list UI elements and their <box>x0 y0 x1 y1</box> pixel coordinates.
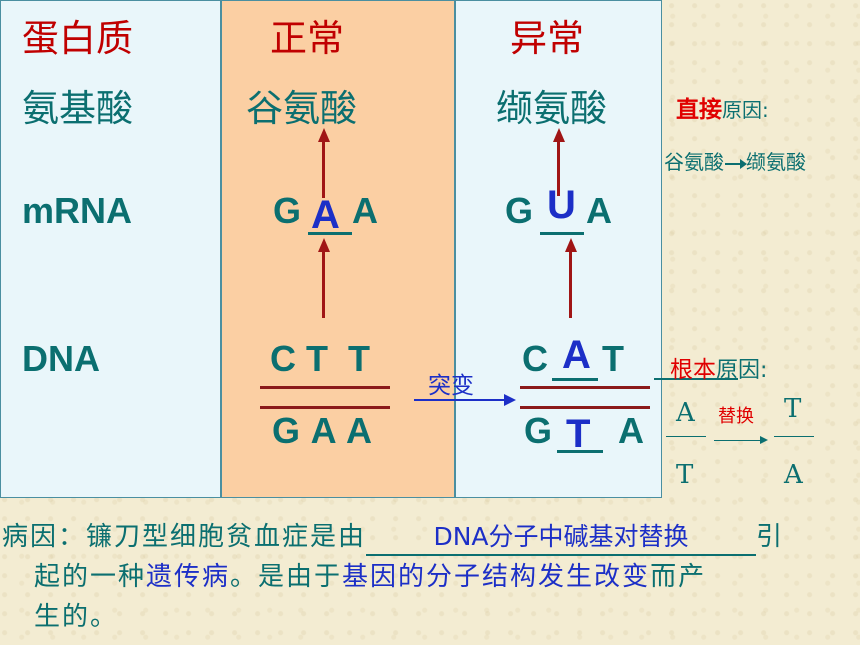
pair-from-bottom: T <box>676 460 694 490</box>
direct-cause-emph: 直接 <box>676 97 722 123</box>
header-protein: 蛋白质 <box>22 17 133 60</box>
label-dna: DNA <box>22 338 100 379</box>
normal-dna-line-2 <box>260 406 390 409</box>
abnormal-dna-top-1: C <box>522 338 548 379</box>
root-cause-rest: 原因: <box>716 358 768 383</box>
abnormal-mrna-base-3: A <box>586 190 612 231</box>
replace-arrow-line <box>714 440 764 441</box>
abnormal-column <box>455 0 662 498</box>
replace-label: 替换 <box>718 406 754 427</box>
cause-line2-a: 起的一种 <box>34 562 147 592</box>
cause-line2-c: 。是由于 <box>230 562 343 592</box>
arrow-up-icon <box>553 128 565 142</box>
abnormal-amino-acid: 缬氨酸 <box>496 87 607 130</box>
direct-cause-rest: 原因: <box>722 98 769 122</box>
arrow-up-icon <box>565 238 577 252</box>
arrow-up-icon <box>318 128 330 142</box>
header-normal: 正常 <box>270 17 344 60</box>
normal-mrna-base-1: G <box>273 190 302 231</box>
normal-mrna-base-2: A <box>311 193 340 237</box>
root-cause-emph: 根本 <box>670 357 716 383</box>
abnormal-dna-top-mutated: A <box>562 333 591 377</box>
protein-column <box>0 0 221 498</box>
cause-line2-e: 而产 <box>650 562 707 592</box>
normal-amino-acid: 谷氨酸 <box>246 87 357 130</box>
normal-dna-bottom-strand: G A A <box>272 410 372 451</box>
normal-dna-top-strand: C T T <box>270 338 370 379</box>
root-cause-underline <box>654 378 738 380</box>
header-abnormal: 异常 <box>510 17 584 60</box>
cause-blank-answer: DNA分子中碱基对替换 <box>366 520 757 556</box>
direct-cause-to: 缬氨酸 <box>746 150 806 174</box>
abnormal-mrna-base-2: U <box>547 183 576 227</box>
translation-arrow-line <box>322 140 325 198</box>
abnormal-dna-line-1 <box>520 386 650 389</box>
pair-to-top: T <box>784 394 802 424</box>
mutation-arrow-line <box>414 399 510 401</box>
direct-cause-title: 直接原因: <box>676 90 769 124</box>
pair-from-top: A <box>676 398 695 428</box>
cause-intro: 病因：镰刀型细胞贫血症是由 <box>2 522 367 552</box>
normal-column <box>221 0 455 498</box>
cause-paragraph-line-3: 生的。 <box>34 602 119 632</box>
normal-dna-line-1 <box>260 386 390 389</box>
transcription-arrow-line-abnormal <box>569 250 572 318</box>
abnormal-dna-top-3: T <box>602 338 624 379</box>
translation-arrow-line-abnormal <box>557 140 560 196</box>
pair-from-divider <box>666 436 706 437</box>
abnormal-dna-bottom-mutated: T <box>566 412 591 456</box>
abnormal-dna-bottom-underline <box>557 450 603 453</box>
mutation-label: 突变 <box>428 373 474 399</box>
normal-mrna-underline <box>308 232 352 235</box>
cause-gene-change: 基因的分子结构发生改变 <box>342 562 651 592</box>
abnormal-dna-line-2 <box>520 406 650 409</box>
root-cause-title: 根本原因: <box>670 350 767 384</box>
pair-to-bottom: A <box>784 460 803 490</box>
direct-cause-from: 谷氨酸 <box>664 150 724 174</box>
abnormal-dna-bottom-1: G <box>524 410 553 451</box>
arrow-up-icon <box>318 238 330 252</box>
direct-cause-detail: 谷氨酸缬氨酸 <box>664 146 806 175</box>
arrow-right-icon <box>504 394 516 406</box>
arrow-right-icon <box>725 158 747 169</box>
abnormal-mrna-base-1: G <box>505 190 534 231</box>
arrow-right-icon <box>760 436 768 444</box>
label-amino-acid: 氨基酸 <box>22 87 133 130</box>
abnormal-dna-bottom-3: A <box>618 410 644 451</box>
cause-tail: 引 <box>756 522 785 552</box>
abnormal-dna-top-underline <box>552 378 598 381</box>
normal-mrna-base-3: A <box>352 190 378 231</box>
label-mrna: mRNA <box>22 190 133 231</box>
transcription-arrow-line <box>322 250 325 318</box>
cause-paragraph-line-2: 起的一种遗传病。是由于基因的分子结构发生改变而产 <box>34 558 706 596</box>
pair-to-divider <box>774 436 814 437</box>
cause-hereditary: 遗传病 <box>146 562 231 592</box>
abnormal-mrna-underline <box>540 232 584 235</box>
